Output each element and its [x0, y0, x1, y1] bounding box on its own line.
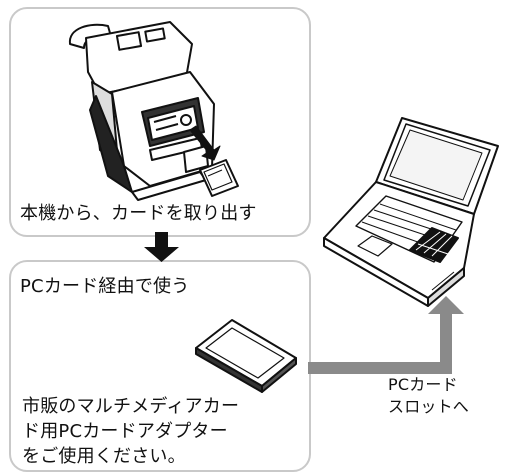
adapter-note: 市販のマルチメディアカー ド用PCカードアダプター をご使用ください。 — [22, 394, 307, 469]
slot-arrow — [308, 296, 464, 374]
laptop-illustration — [323, 117, 499, 307]
pc-card-adapter-illustration — [195, 319, 297, 393]
slot-label-line-2: スロットへ — [388, 397, 470, 416]
step2-label: PCカード経由で使う — [20, 276, 190, 297]
camera-illustration — [68, 21, 239, 201]
slot-label: PCカード スロットへ — [388, 374, 498, 418]
adapter-note-line-1: 市販のマルチメディアカー — [22, 396, 240, 417]
adapter-note-line-2: ド用PCカードアダプター — [22, 421, 228, 442]
adapter-note-line-3: をご使用ください。 — [22, 446, 186, 467]
step1-label: 本機から、カードを取り出す — [20, 203, 257, 224]
down-arrow-icon — [144, 232, 179, 262]
slot-label-line-1: PCカード — [388, 375, 458, 394]
